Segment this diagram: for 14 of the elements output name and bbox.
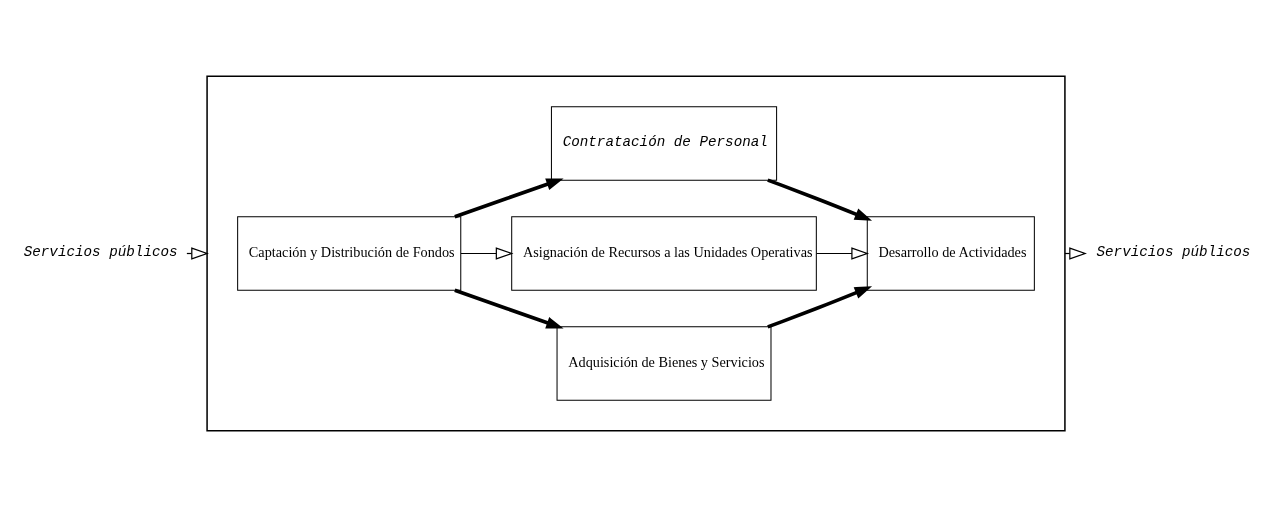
arrow <box>454 288 564 329</box>
arrow <box>767 285 873 328</box>
node-box: Contratación de Personal <box>550 105 778 181</box>
arrow <box>767 178 873 221</box>
node-text: Servicios públicos <box>23 243 178 260</box>
node-text: Servicios públicos <box>1096 243 1251 260</box>
arrow <box>816 246 870 260</box>
node-box: Adquisición de Bienes y Servicios <box>556 325 772 401</box>
cluster <box>206 74 1066 432</box>
node-box: Asignación de Recursos a las Unidades Operativas <box>511 215 817 291</box>
arrow <box>454 177 564 218</box>
node-box: Captación y Distribución de Fondos <box>237 215 462 291</box>
node-box: Desarrollo de Actividades <box>866 215 1035 291</box>
arrow <box>460 246 514 260</box>
